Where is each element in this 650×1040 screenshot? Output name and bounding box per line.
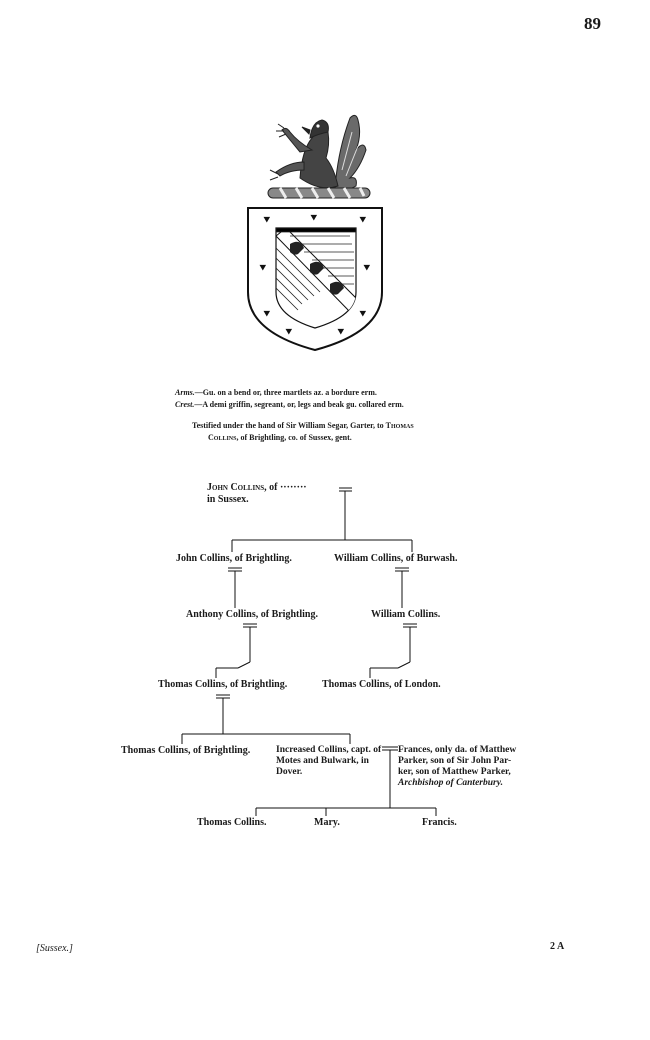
arms-text: —Gu. on a bend or, three martlets az. a … xyxy=(194,388,377,397)
testimony-name-thomas: Thomas xyxy=(385,421,414,430)
footer-county: [Sussex.] xyxy=(36,943,73,954)
gen6-mary: Mary. xyxy=(314,817,340,828)
gen5-mid-line-1: Increased Collins, capt. of xyxy=(276,745,382,755)
svg-text:⯆: ⯆ xyxy=(362,261,372,275)
gen5-wife: Frances, only da. of Matthew Parker, son… xyxy=(398,745,516,789)
gen5-wife-line-4: Archbishop of Canterbury. xyxy=(398,778,503,788)
arms-blazon: Arms.—Gu. on a bend or, three martlets a… xyxy=(175,382,377,400)
testimony-line-1: Testified under the hand of Sir William … xyxy=(192,421,414,430)
gen2-right: William Collins, of Burwash. xyxy=(334,553,458,564)
svg-text:⯆: ⯆ xyxy=(258,261,268,275)
crest-blazon: Crest.—A demi griffin, segreant, or, leg… xyxy=(175,394,404,412)
gen5-mid-line-3: Dover. xyxy=(276,767,303,777)
svg-text:⯆: ⯆ xyxy=(358,307,368,321)
gen6-thomas: Thomas Collins. xyxy=(197,817,267,828)
martlet-icon xyxy=(330,281,344,295)
page-number: 89 xyxy=(584,14,601,33)
svg-text:⯆: ⯆ xyxy=(309,211,319,225)
torse-wreath-icon xyxy=(267,187,371,199)
gen5-mid-line-2: Motes and Bulwark, in xyxy=(276,756,369,766)
arms-label: Arms. xyxy=(175,388,195,397)
gen3-right: William Collins. xyxy=(371,609,441,620)
testimony-text-1a: Testified under the hand of Sir William … xyxy=(192,421,386,430)
root-rest: , of ········ xyxy=(264,482,307,493)
svg-text:⯆: ⯆ xyxy=(262,213,272,227)
gen2-left: John Collins, of Brightling. xyxy=(176,553,292,564)
gen5-wife-line-3: ker, son of Matthew Parker, xyxy=(398,767,511,777)
footer-signature: 2 A xyxy=(550,941,565,952)
testimony-text-2b: , of Brightling, co. of Sussex, gent. xyxy=(236,433,352,442)
martlet-icon xyxy=(290,241,304,255)
root-name: John Collins xyxy=(207,482,265,493)
gen4-right: Thomas Collins, of London. xyxy=(322,679,441,690)
pedigree-lines xyxy=(181,487,437,816)
gen5-left: Thomas Collins, of Brightling. xyxy=(121,745,251,756)
gen5-mid: Increased Collins, capt. of Motes and Bu… xyxy=(276,745,381,778)
ermine-spots-icon: ⯆ ⯆ ⯆ ⯆ ⯆ ⯆ ⯆ ⯆ ⯆ xyxy=(258,211,372,339)
martlet-icon xyxy=(310,261,324,275)
crest-label: Crest. xyxy=(175,400,195,409)
griffin-crest-icon xyxy=(269,114,367,191)
shield-icon: ⯆ ⯆ ⯆ ⯆ ⯆ ⯆ ⯆ ⯆ ⯆ xyxy=(247,207,383,352)
testimony-line-2: Collins, of Brightling, co. of Sussex, g… xyxy=(208,433,352,442)
testimony-name-collins: Collins xyxy=(208,433,237,442)
root-place: in Sussex. xyxy=(207,494,249,505)
svg-text:⯆: ⯆ xyxy=(284,325,294,339)
pedigree-root: John Collins, of ········ xyxy=(207,482,307,493)
gen5-wife-line-2: Parker, son of Sir John Par- xyxy=(398,756,512,766)
gen3-left: Anthony Collins, of Brightling. xyxy=(186,609,318,620)
svg-text:⯆: ⯆ xyxy=(262,307,272,321)
svg-text:⯆: ⯆ xyxy=(336,325,346,339)
gen6-francis: Francis. xyxy=(422,817,457,828)
svg-text:⯆: ⯆ xyxy=(358,213,368,227)
gen5-wife-line-1: Frances, only da. of Matthew xyxy=(398,745,517,755)
gen4-left: Thomas Collins, of Brightling. xyxy=(158,679,288,690)
crest-text: —A demi griffin, segreant, or, legs and … xyxy=(194,400,404,409)
